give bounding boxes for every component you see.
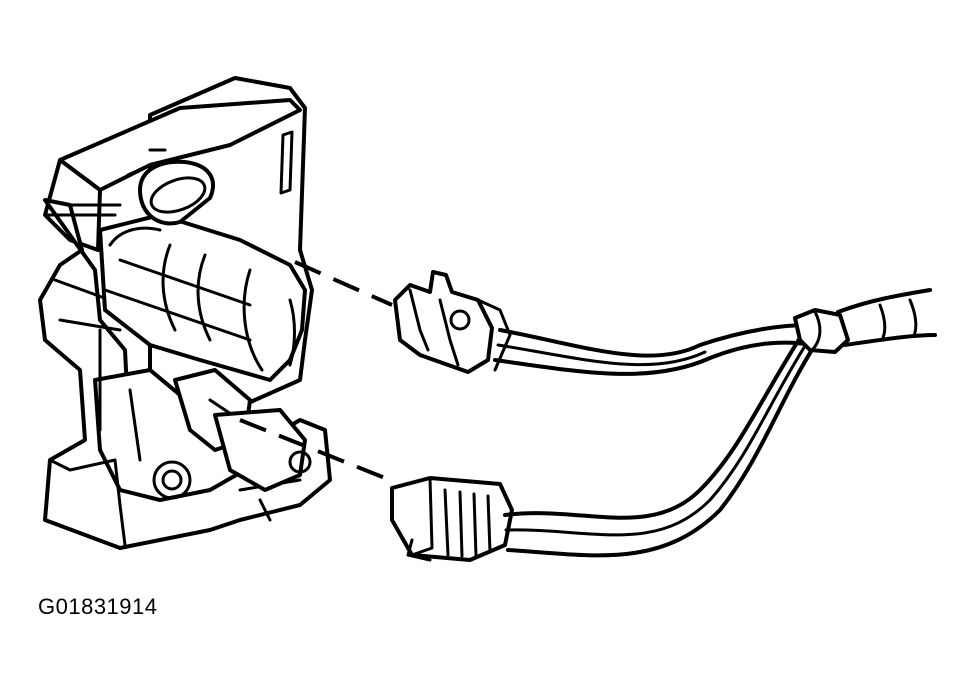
- lower-socket: [152, 408, 312, 500]
- wiring-harness: [493, 288, 937, 558]
- motor-cylinder: [98, 213, 307, 382]
- alignment-line-upper: [294, 260, 393, 307]
- upper-connector: [393, 270, 512, 374]
- lower-connector: [390, 476, 514, 562]
- mounting-tab: [126, 148, 215, 226]
- alignment-line-lower: [239, 418, 391, 482]
- figure-id-label: G01831914: [38, 594, 158, 619]
